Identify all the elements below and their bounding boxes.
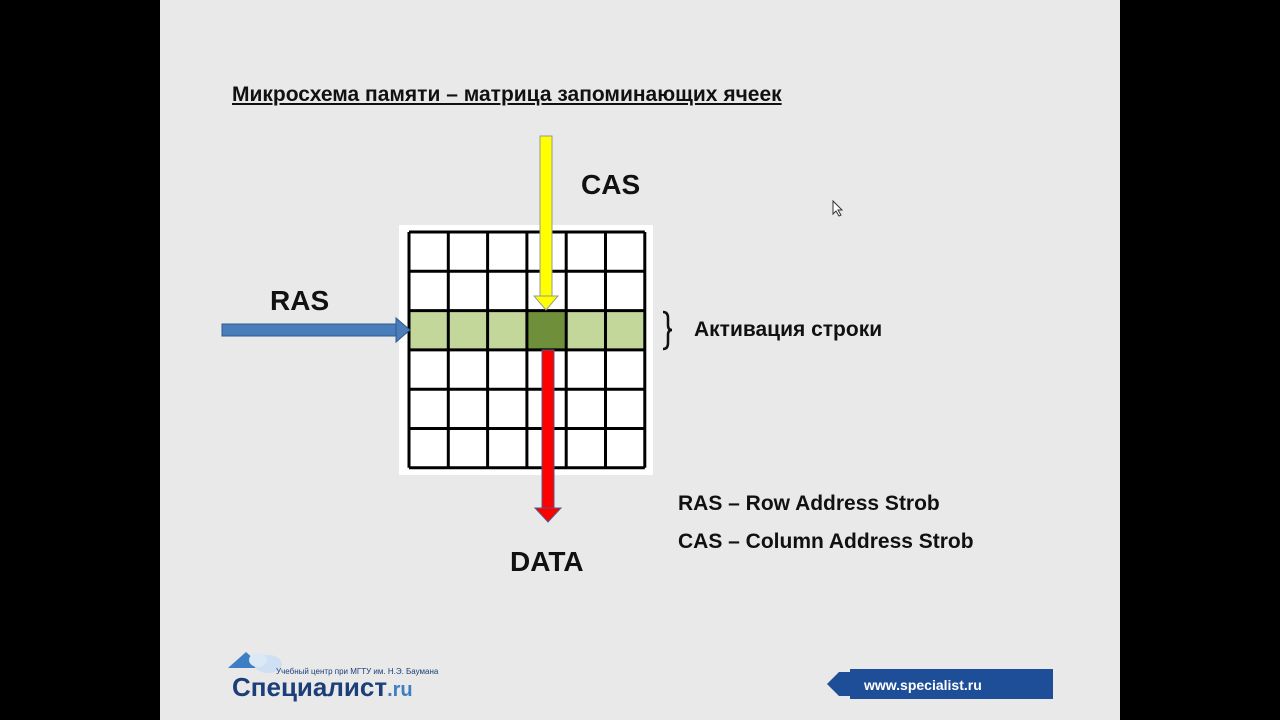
logo-tagline: Учебный центр при МГТУ им. Н.Э. Баумана [276,667,439,676]
cas-label: CAS [581,169,641,200]
ras-label: RAS [270,285,330,316]
mouse-cursor-icon [832,199,844,217]
row-bracket [662,310,673,351]
slide: Микросхема памяти – матрица запоминающих… [160,0,1120,720]
logo[interactable]: Специалист.ru [232,672,413,703]
cas-arrow [532,135,560,311]
ras-arrow [221,316,411,344]
memory-matrix-diagram [221,135,844,523]
logo-main: Специалист [232,672,388,702]
row-activation-label: Активация строки [694,318,883,341]
slide-title: Микросхема памяти – матрица запоминающих… [232,83,782,106]
active-cell [527,311,567,349]
url-banner[interactable] [850,669,1053,699]
data-arrow [533,349,563,523]
logo-house-icon [228,652,282,673]
logo-suffix: .ru [387,679,413,701]
url-link[interactable]: www.specialist.ru [864,677,982,693]
legend-cas: CAS – Column Address Strob [678,530,974,553]
url-arrow-icon [827,672,851,696]
legend-ras: RAS – Row Address Strob [678,492,940,515]
matrix-grid [407,230,647,470]
data-label: DATA [510,546,584,577]
